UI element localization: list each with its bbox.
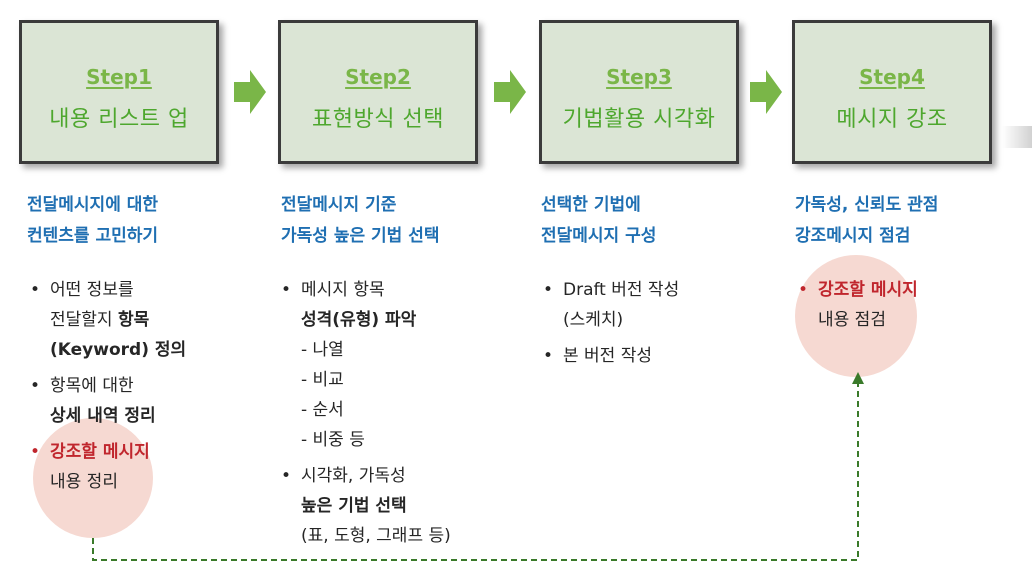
item-line: 시각화, 가독성 bbox=[301, 466, 406, 486]
item-line: Draft 버전 작성 bbox=[563, 280, 680, 300]
step-title: 메시지 강조 bbox=[836, 107, 948, 132]
item-line: 어떤 정보를 bbox=[50, 280, 134, 300]
item-line: 메시지 항목 bbox=[301, 280, 385, 300]
heading-line: 전달메시지 기준 bbox=[281, 195, 397, 215]
step-label: Step2 bbox=[345, 65, 411, 89]
right-arrow-icon bbox=[750, 70, 782, 114]
list-item: 본 버전 작성 bbox=[541, 341, 679, 371]
item-line: 내용 점검 bbox=[818, 310, 886, 330]
item-line: 높은 기법 선택 bbox=[301, 496, 407, 516]
heading-line: 강조메시지 점검 bbox=[795, 226, 911, 246]
item-line: 본 버전 작성 bbox=[563, 346, 653, 366]
list-item: 어떤 정보를 전달할지 항목 (Keyword) 정의 bbox=[28, 275, 186, 365]
step-box-4: Step4 메시지 강조 bbox=[792, 20, 992, 164]
right-arrow-icon bbox=[234, 70, 266, 114]
step-label: Step4 bbox=[859, 65, 925, 89]
item-line: 내용 정리 bbox=[50, 472, 118, 492]
list-item: 메시지 항목 성격(유형) 파악 - 나열 - 비교 - 순서 - 비중 등 bbox=[279, 275, 451, 455]
item-line: - 비중 등 bbox=[301, 430, 365, 450]
column-heading: 전달메시지에 대한 컨텐츠를 고민하기 bbox=[27, 190, 158, 252]
step-box-2: Step2 표현방식 선택 bbox=[278, 20, 478, 164]
step-title: 표현방식 선택 bbox=[312, 107, 444, 132]
heading-line: 컨텐츠를 고민하기 bbox=[27, 226, 159, 246]
list-item-emphasis: 강조할 메시지 내용 정리 bbox=[28, 437, 186, 497]
list-item: 시각화, 가독성 높은 기법 선택 (표, 도형, 그래프 등) bbox=[279, 461, 451, 551]
heading-line: 전달메시지 구성 bbox=[541, 226, 657, 246]
item-line: 강조할 메시지 bbox=[818, 280, 918, 300]
step-box-1: Step1 내용 리스트 업 bbox=[19, 20, 219, 164]
item-line: - 순서 bbox=[301, 400, 344, 420]
heading-line: 가독성, 신뢰도 관점 bbox=[795, 195, 939, 215]
item-line: 전달할지 항목 bbox=[50, 310, 150, 330]
heading-line: 가독성 높은 기법 선택 bbox=[281, 226, 440, 246]
list-item: 항목에 대한 상세 내역 정리 bbox=[28, 371, 186, 431]
item-line: - 나열 bbox=[301, 340, 344, 360]
item-line: (스케치) bbox=[563, 310, 624, 330]
heading-line: 선택한 기법에 bbox=[541, 195, 641, 215]
edge-shadow bbox=[1002, 126, 1032, 148]
item-line: 강조할 메시지 bbox=[50, 442, 150, 462]
column-heading: 선택한 기법에 전달메시지 구성 bbox=[541, 190, 656, 252]
item-line: 상세 내역 정리 bbox=[50, 406, 156, 426]
list-item-emphasis: 강조할 메시지 내용 점검 bbox=[796, 275, 918, 335]
item-line: (Keyword) 정의 bbox=[50, 340, 187, 360]
item-line: 항목에 대한 bbox=[50, 376, 134, 396]
step-title: 기법활용 시각화 bbox=[562, 107, 716, 132]
step-box-3: Step3 기법활용 시각화 bbox=[539, 20, 739, 164]
bullet-list: 강조할 메시지 내용 점검 bbox=[796, 275, 918, 335]
list-item: Draft 버전 작성 (스케치) bbox=[541, 275, 679, 335]
column-heading: 가독성, 신뢰도 관점 강조메시지 점검 bbox=[795, 190, 938, 252]
right-arrow-icon bbox=[494, 70, 526, 114]
column-heading: 전달메시지 기준 가독성 높은 기법 선택 bbox=[281, 190, 440, 252]
item-line: - 비교 bbox=[301, 370, 344, 390]
bullet-list: 메시지 항목 성격(유형) 파악 - 나열 - 비교 - 순서 - 비중 등 시… bbox=[279, 275, 451, 551]
step-title: 내용 리스트 업 bbox=[49, 107, 189, 132]
bullet-list: Draft 버전 작성 (스케치) 본 버전 작성 bbox=[541, 275, 679, 371]
up-arrow-head-icon bbox=[852, 372, 864, 384]
bullet-list: 어떤 정보를 전달할지 항목 (Keyword) 정의 항목에 대한 상세 내역… bbox=[28, 275, 186, 497]
heading-line: 전달메시지에 대한 bbox=[27, 195, 159, 215]
step-label: Step1 bbox=[86, 65, 152, 89]
step-label: Step3 bbox=[606, 65, 672, 89]
item-line: 성격(유형) 파악 bbox=[301, 310, 417, 330]
item-line: (표, 도형, 그래프 등) bbox=[301, 526, 451, 546]
